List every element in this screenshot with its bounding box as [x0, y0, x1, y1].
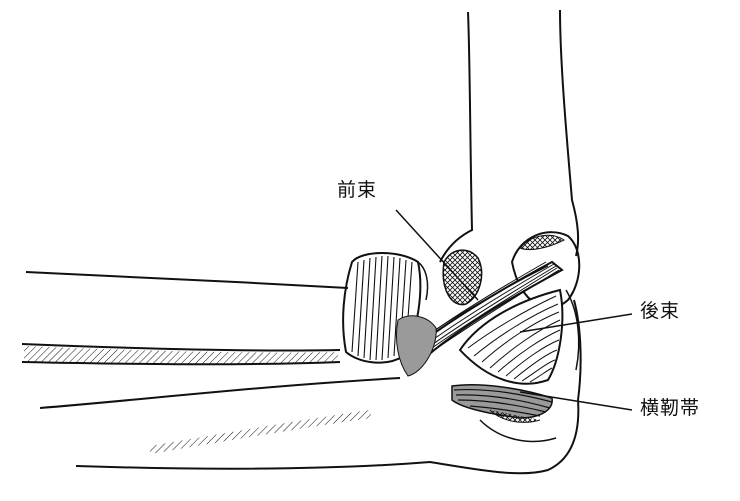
- anterior-insertion-shade: [396, 316, 436, 376]
- coronoid-region: [443, 250, 481, 304]
- label-transverse-ligament: 横靭帯: [640, 399, 700, 418]
- label-anterior-bundle: 前束: [337, 181, 377, 200]
- ulna-shading: [150, 410, 372, 454]
- humerus: [440, 10, 578, 262]
- transverse-ligament: [452, 385, 552, 423]
- label-posterior-bundle: 後束: [640, 302, 680, 321]
